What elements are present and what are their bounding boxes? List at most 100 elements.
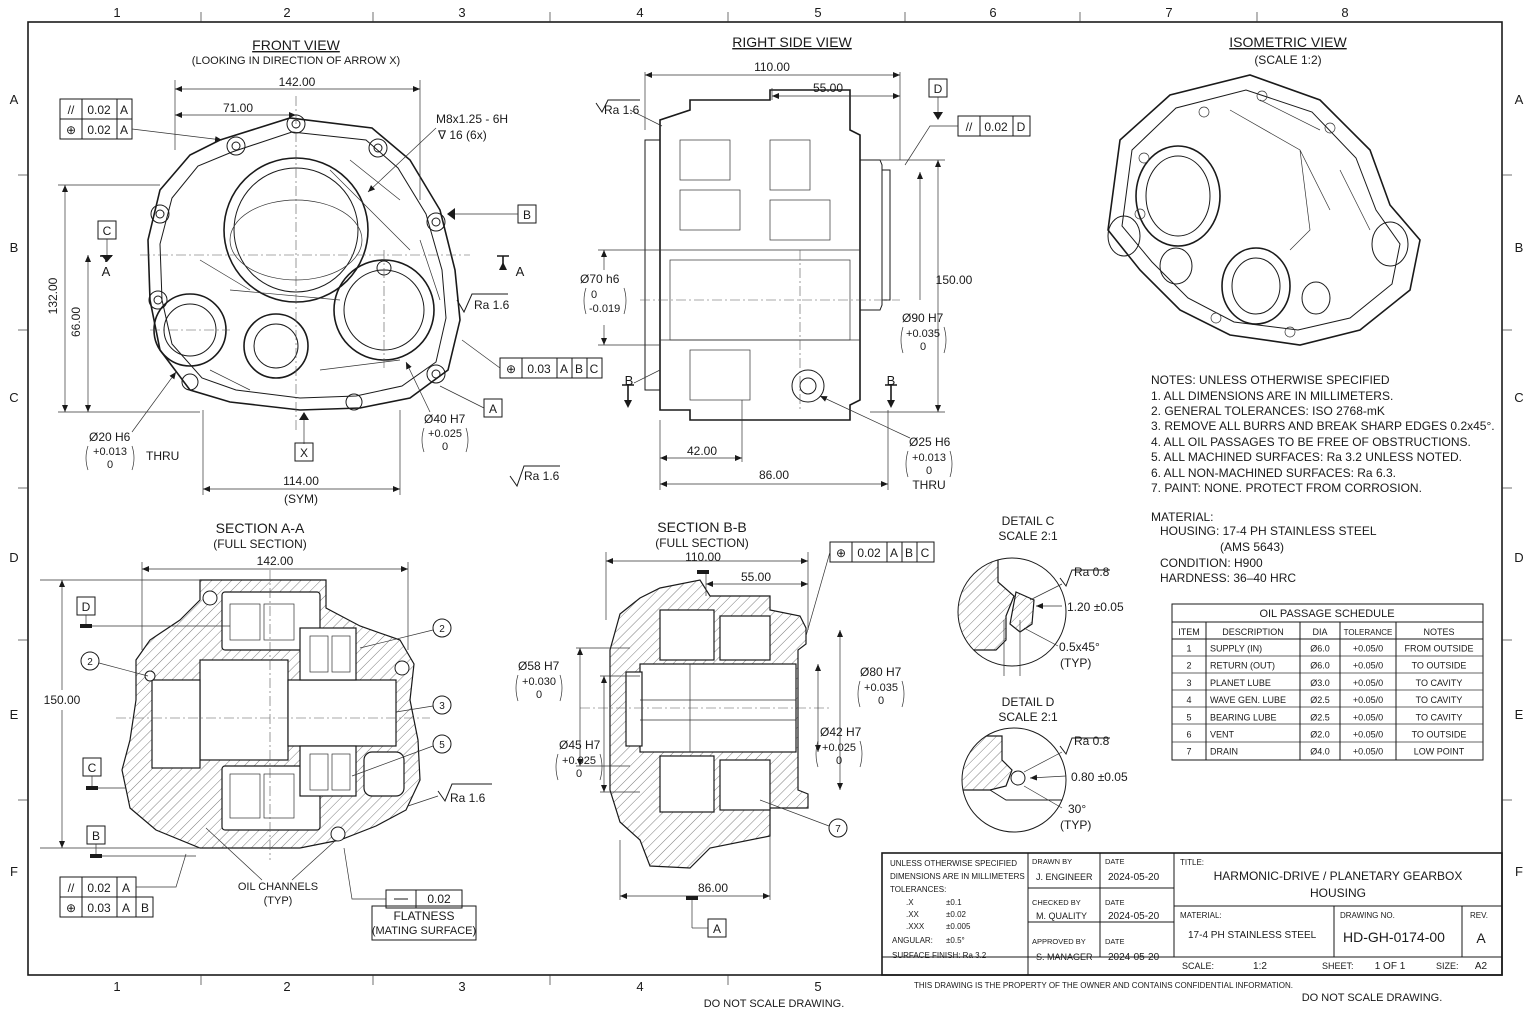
svg-text:D: D xyxy=(82,600,91,614)
svg-text:Ø40 H7: Ø40 H7 xyxy=(424,412,466,426)
oil-schedule-cell-r5-c5: TO CAVITY xyxy=(1416,712,1463,722)
front-view-subtitle: (LOOKING IN DIRECTION OF ARROW X) xyxy=(192,55,400,67)
oil-schedule-cell-r7-c2: DRAIN xyxy=(1210,747,1238,757)
zone-row-a-left: A xyxy=(10,92,19,107)
zone-col-4-top: 4 xyxy=(636,5,643,20)
svg-text:0.02: 0.02 xyxy=(427,892,451,906)
svg-text:+0.025: +0.025 xyxy=(822,742,856,754)
section-aa-dim-width: 142.00 xyxy=(257,554,294,568)
note-3: 3. REMOVE ALL BURRS AND BREAK SHARP EDGE… xyxy=(1151,419,1495,433)
zone-row-f-left: F xyxy=(10,864,18,879)
svg-text:0.02: 0.02 xyxy=(857,546,881,560)
svg-text:Ø58 H7: Ø58 H7 xyxy=(518,659,560,673)
svg-text:0: 0 xyxy=(536,689,542,701)
right-bore25-callout: Ø25 H6 +0.013 0 THRU xyxy=(819,395,953,492)
oil-schedule-cell-r3-c4: +0.05/0 xyxy=(1353,678,1383,688)
svg-text:+0.025: +0.025 xyxy=(428,428,462,440)
svg-text:A: A xyxy=(120,103,128,117)
svg-text:THRU: THRU xyxy=(912,478,945,492)
iso-view-title: ISOMETRIC VIEW xyxy=(1229,34,1347,50)
notes-header: NOTES: UNLESS OTHERWISE SPECIFIED xyxy=(1151,373,1390,387)
oil-schedule-cell-r6-c3: Ø2.0 xyxy=(1310,730,1330,740)
svg-text:0.02: 0.02 xyxy=(984,120,1008,134)
material-condition: CONDITION: H900 xyxy=(1160,556,1263,570)
detail-d-typ: (TYP) xyxy=(1060,818,1091,832)
zone-row-d-left: D xyxy=(9,550,18,565)
svg-text:Ø25 H6: Ø25 H6 xyxy=(909,435,951,449)
oil-schedule-cell-r5-c2: BEARING LUBE xyxy=(1210,712,1277,722)
svg-text:C: C xyxy=(590,362,599,376)
front-fcf-parallel: // 0.02 A xyxy=(59,98,133,120)
section-bb-datum-a: A xyxy=(686,896,727,938)
zone-row-e-right: E xyxy=(1515,707,1524,722)
front-dim-width: 142.00 xyxy=(279,75,316,89)
front-bore40-callout: Ø40 H7 +0.025 0 xyxy=(405,361,469,453)
detail-c: DETAIL C SCALE 2:1 Ra 0.8 1.20 ±0.05 0.5… xyxy=(957,514,1124,676)
svg-text:+0.013: +0.013 xyxy=(912,452,946,464)
iso-view-subtitle: (SCALE 1:2) xyxy=(1254,53,1321,67)
detail-d-angle: 30° xyxy=(1068,802,1086,816)
zone-row-b-left: B xyxy=(10,240,19,255)
zone-col-1-top: 1 xyxy=(113,5,120,20)
oil-schedule-cell-r7-c1: 7 xyxy=(1186,747,1191,757)
zone-col-2-top: 2 xyxy=(283,5,290,20)
oil-schedule-cell-r2-c2: RETURN (OUT) xyxy=(1210,661,1275,671)
tb-date3-label: DATE xyxy=(1105,937,1124,946)
svg-text:0: 0 xyxy=(920,341,926,353)
section-bb-title: SECTION B-B xyxy=(657,519,746,535)
right-dim-height: 150.00 xyxy=(936,273,973,287)
tb-date3: 2024-05-20 xyxy=(1108,952,1160,963)
flatness-sub: (MATING SURFACE) xyxy=(372,925,476,937)
right-bore90-callout: Ø90 H7 +0.035 0 xyxy=(900,172,947,354)
svg-text:Ø90 H7: Ø90 H7 xyxy=(902,311,944,325)
svg-text:-0.019: -0.019 xyxy=(589,303,620,315)
tb-material-label: MATERIAL: xyxy=(1180,911,1222,920)
svg-text:0: 0 xyxy=(576,768,582,780)
section-bb-dim-half: 55.00 xyxy=(741,570,771,584)
oil-schedule-cell-r1-c5: FROM OUTSIDE xyxy=(1405,644,1474,654)
right-datum-d: D xyxy=(928,78,948,120)
front-datum-b: B xyxy=(447,204,537,224)
oil-schedule-cell-r3-c5: TO CAVITY xyxy=(1416,678,1463,688)
right-bore70-callout: Ø70 h6 0 -0.019 xyxy=(580,249,660,346)
oil-col-notes: NOTES xyxy=(1423,627,1454,637)
svg-text:3: 3 xyxy=(439,701,445,712)
note-6: 6. ALL NON-MACHINED SURFACES: Ra 6.3. xyxy=(1151,466,1396,480)
tb-sheet: 1 OF 1 xyxy=(1375,961,1406,972)
front-dim-bottom: 114.00 xyxy=(283,474,319,488)
zone-col-5-bottom: 5 xyxy=(814,979,821,994)
tb-tol-xxx-label: .XXX xyxy=(906,922,925,931)
balloon-3: 3 xyxy=(395,695,452,715)
section-aa-datum-d: D xyxy=(76,596,230,628)
zone-col-3-top: 3 xyxy=(458,5,465,20)
right-side-view: RIGHT SIDE VIEW 110.00 55.00 150.00 42.0… xyxy=(580,34,1031,492)
detail-d-scale: SCALE 2:1 xyxy=(998,710,1058,724)
oil-schedule-cell-r6-c5: TO OUTSIDE xyxy=(1412,730,1467,740)
material-spec: (AMS 5643) xyxy=(1220,540,1284,554)
front-view-arrow-x: X xyxy=(294,412,314,462)
flatness-callout: 0.02 FLATNESS (MATING SURFACE) xyxy=(343,847,477,941)
tb-tol-x-label: .X xyxy=(906,898,914,907)
front-thread-depth: ∇ 16 (6x) xyxy=(437,128,487,142)
svg-text:0: 0 xyxy=(836,755,842,767)
svg-text:0: 0 xyxy=(878,695,884,707)
svg-text:+0.035: +0.035 xyxy=(906,328,940,340)
svg-text:+0.013: +0.013 xyxy=(93,446,127,458)
detail-d-title: DETAIL D xyxy=(1002,695,1055,709)
detail-d: DETAIL D SCALE 2:1 Ra 0.8 0.80 ±0.05 30°… xyxy=(961,695,1128,833)
zone-row-a-right: A xyxy=(1515,92,1524,107)
detail-d-ra: Ra 0.8 xyxy=(1074,734,1110,748)
section-b-b: SECTION B-B (FULL SECTION) 110.00 55.00 … xyxy=(515,519,935,938)
zone-row-b-right: B xyxy=(1515,240,1524,255)
tb-title-line1: HARMONIC-DRIVE / PLANETARY GEARBOX xyxy=(1214,869,1463,883)
oil-schedule-title: OIL PASSAGE SCHEDULE xyxy=(1259,608,1394,620)
tb-checked-label: CHECKED BY xyxy=(1032,898,1081,907)
section-a-a: SECTION A-A (FULL SECTION) 142.00 xyxy=(40,520,492,941)
svg-text:A: A xyxy=(122,881,130,895)
svg-text:0: 0 xyxy=(591,289,597,301)
tb-dwg-label: DRAWING NO. xyxy=(1340,911,1395,920)
front-view: FRONT VIEW (LOOKING IN DIRECTION OF ARRO… xyxy=(46,37,603,506)
oil-schedule-cell-r1-c2: SUPPLY (IN) xyxy=(1210,644,1262,654)
